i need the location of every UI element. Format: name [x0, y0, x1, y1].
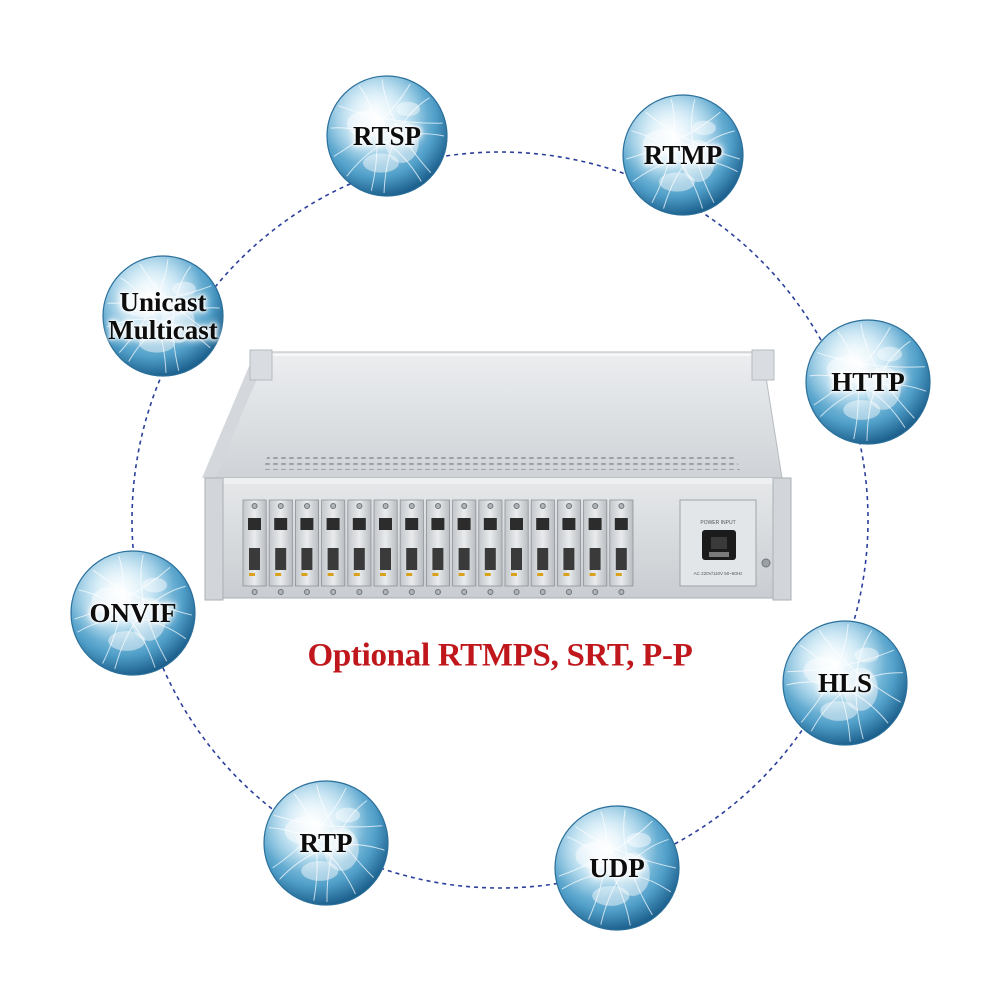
streaming-encoder-chassis: POWER INPUT AC 220V/110V 50~60Hz — [202, 349, 792, 601]
encoder-slot-module — [268, 499, 293, 595]
globe-unicast-multicast — [102, 255, 224, 377]
encoder-slot-module — [530, 499, 555, 595]
power-input-module: POWER INPUT AC 220V/110V 50~60Hz — [679, 499, 771, 587]
encoder-slot-module — [425, 499, 450, 595]
encoder-slot-module — [478, 499, 503, 595]
label-hls: HLS — [818, 669, 872, 697]
encoder-slot-module — [609, 499, 634, 595]
ground-screw-icon — [761, 558, 771, 568]
globe-rtp — [263, 780, 389, 906]
label-line: RTSP — [352, 121, 422, 151]
label-http: HTTP — [831, 368, 905, 396]
encoder-slot-module — [321, 499, 346, 595]
encoder-slot-module — [242, 499, 267, 595]
label-line: HLS — [817, 668, 873, 698]
encoder-slot-module — [399, 499, 424, 595]
encoder-slot-module — [452, 499, 477, 595]
encoder-slot-module — [347, 499, 372, 595]
label-onvif: ONVIF — [90, 599, 177, 627]
globe-rtsp — [326, 75, 448, 197]
globe-rtmp — [622, 94, 744, 216]
encoder-slot-module — [504, 499, 529, 595]
globe-onvif — [70, 550, 196, 676]
label-line: UDP — [589, 853, 645, 883]
encoder-slot-module — [373, 499, 398, 595]
connection-ring — [131, 151, 869, 889]
encoder-slot-module — [294, 499, 319, 595]
label-line: Multicast — [108, 315, 218, 345]
label-line: RTMP — [643, 140, 723, 170]
globe-udp — [554, 805, 680, 931]
power-input-spec: AC 220V/110V 50~60Hz — [694, 571, 744, 576]
globe-http — [805, 319, 931, 445]
globe-hls — [782, 620, 908, 746]
vent-grille — [262, 455, 740, 470]
power-input-title: POWER INPUT — [700, 520, 735, 526]
encoder-slot-module — [583, 499, 608, 595]
protocol-globes — [70, 75, 931, 931]
label-line: ONVIF — [89, 598, 177, 628]
encoder-slot-module — [557, 499, 582, 595]
label-rtmp: RTMP — [644, 141, 723, 169]
label-line: HTTP — [831, 367, 905, 397]
label-line: Unicast — [119, 287, 207, 317]
label-rtp: RTP — [299, 829, 352, 857]
label-udp: UDP — [589, 854, 645, 882]
label-line: RTP — [299, 828, 353, 858]
label-rtsp: RTSP — [353, 122, 421, 150]
optional-protocols-caption: Optional RTMPS, SRT, P-P — [307, 637, 693, 674]
